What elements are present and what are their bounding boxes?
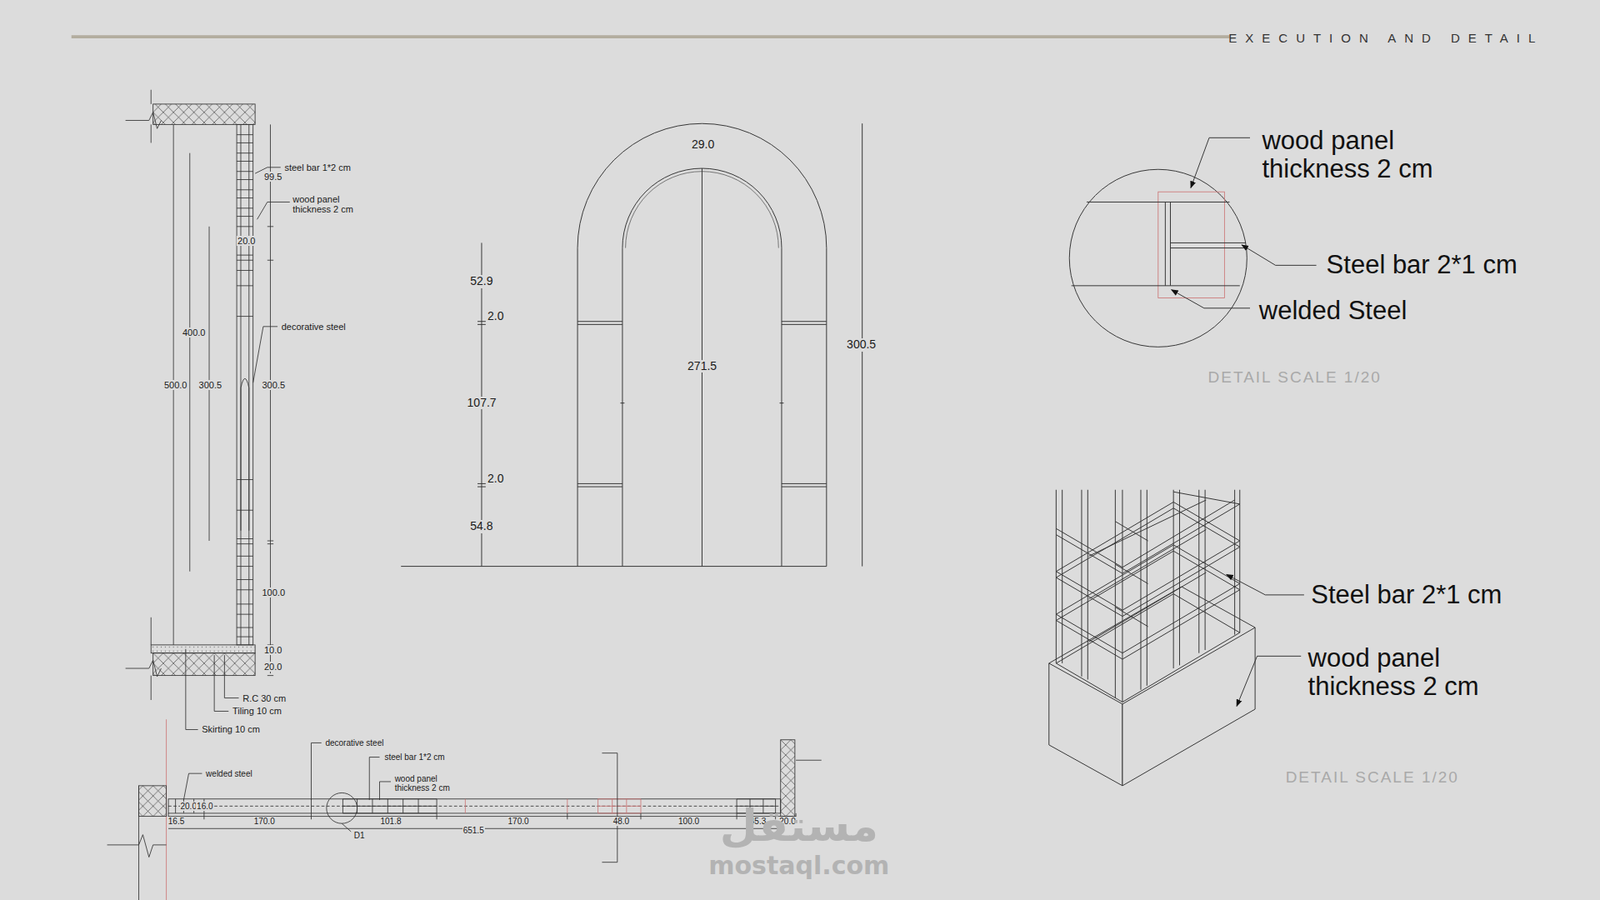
dimension-label: 20.0 (263, 661, 283, 672)
dimension-label: 20.0 (236, 235, 256, 246)
dimension-label: 10.0 (263, 645, 283, 655)
dimension-label: 20.0 (180, 801, 198, 811)
dimension-label: Skirting 10 cm (200, 724, 261, 735)
dimension-label: 170.0 (253, 816, 276, 826)
dimension-label: 500.0 (163, 380, 189, 390)
dimension-label: 107.7 (466, 396, 498, 410)
dimension-label: 271.5 (686, 360, 718, 373)
watermark: mostaql.com (707, 851, 890, 880)
dimension-label: wood panel thickness 2 cm (1307, 644, 1518, 701)
dimension-label: steel bar 1*2 cm (383, 752, 445, 762)
scale-note: DETAIL SCALE 1/20 (1285, 769, 1460, 787)
wall-section (125, 90, 290, 730)
dimension-label: 170.0 (507, 816, 530, 826)
page-title: EXECUTION AND DETAIL (1228, 30, 1544, 45)
dimension-label: 99.5 (263, 171, 283, 182)
dimension-label: wood panel thickness 2 cm (394, 774, 461, 793)
dimension-label: 300.5 (845, 338, 877, 351)
dimension-label: decorative steel (324, 738, 385, 748)
dimension-label: 2.0 (486, 310, 505, 323)
dimension-label: Tiling 10 cm (231, 705, 283, 716)
dimension-label: decorative steel (280, 321, 347, 332)
dimension-label: R.C 30 cm (241, 693, 287, 704)
dimension-label: 100.0 (677, 816, 700, 826)
dimension-label: 2.0 (486, 472, 505, 485)
dimension-label: 101.8 (380, 816, 403, 826)
dimension-label: wood panel thickness 2 cm (291, 194, 365, 215)
dimension-label: 300.5 (260, 380, 286, 390)
dimension-label: D1 (353, 830, 366, 840)
dimension-label: wood panel thickness 2 cm (1260, 126, 1471, 184)
arch-elevation (400, 123, 862, 566)
dimension-label: 29.0 (690, 138, 715, 151)
dimension-label: 52.9 (469, 275, 494, 288)
dimension-label: 48.0 (612, 816, 630, 826)
isometric-frame (1049, 490, 1305, 786)
dimension-label: steel bar 1*2 cm (283, 162, 351, 173)
watermark: مستقل (719, 802, 880, 850)
dimension-label: 54.8 (469, 520, 494, 533)
dimension-label: 100.0 (260, 587, 286, 598)
dimension-label: Steel bar 2*1 cm (1325, 250, 1519, 280)
dimension-label: welded steel (205, 769, 254, 779)
dimension-label: 16.0 (195, 801, 214, 811)
dimension-label: 300.5 (198, 380, 224, 390)
dimension-label: 651.5 (462, 825, 485, 835)
dimension-label: 400.0 (181, 327, 207, 338)
dimension-label: 16.5 (167, 816, 185, 826)
dimension-label: Steel bar 2*1 cm (1310, 580, 1503, 610)
scale-note: DETAIL SCALE 1/20 (1207, 369, 1383, 387)
header-rule (71, 35, 1230, 39)
dimension-label: welded Steel (1258, 296, 1409, 325)
